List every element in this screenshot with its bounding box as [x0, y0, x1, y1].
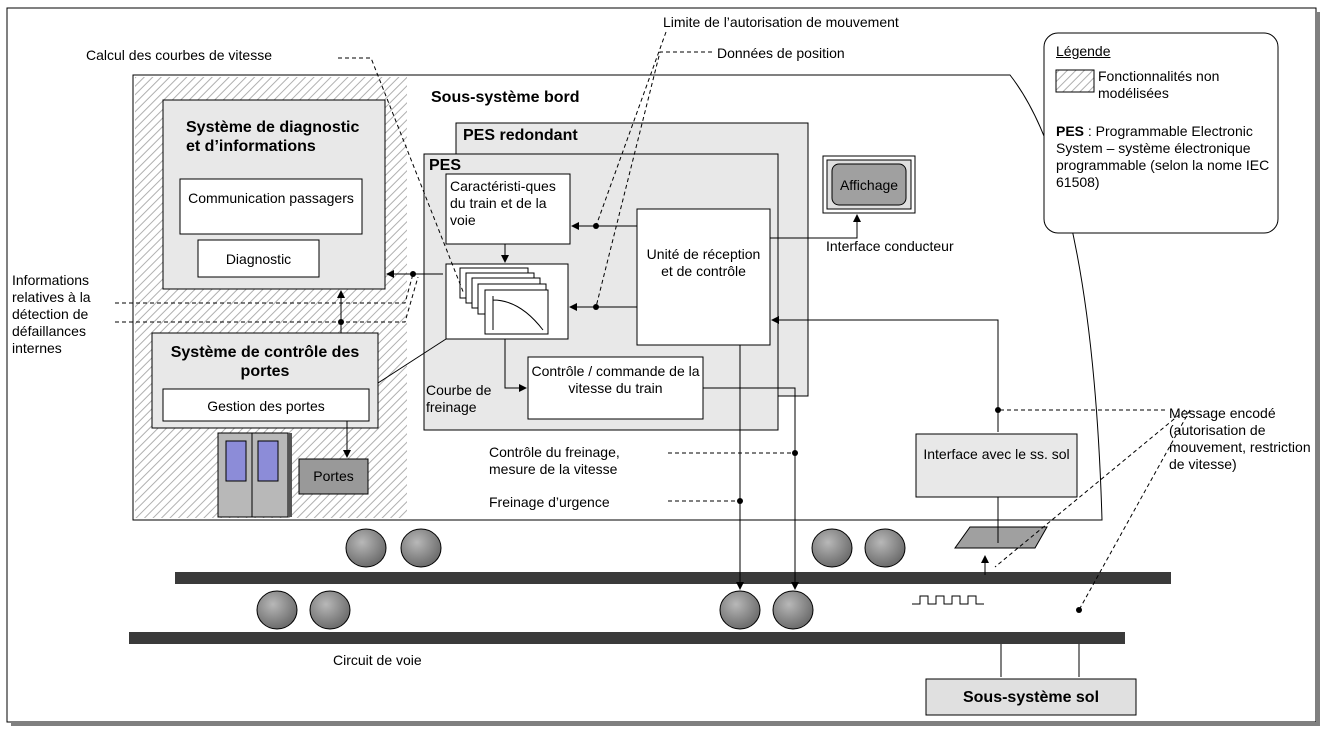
label-interface-sol: Interface avec le ss. sol: [923, 446, 1070, 462]
label-pes: PES: [429, 157, 462, 174]
label-gestion-portes: Gestion des portes: [207, 398, 325, 414]
label-communication-passagers: Communication passagers: [188, 190, 354, 206]
label-informations-relatives: Informations relatives à la détection de…: [12, 272, 91, 356]
portes-box: [298, 458, 369, 495]
legend-box: [1043, 32, 1279, 234]
label-controle-commande: Contrôle / commande de la vitesse du tra…: [531, 363, 700, 396]
label-unite-reception: Unité de réception et de contrôle: [646, 246, 761, 279]
label-interface-conducteur: Interface conducteur: [826, 238, 954, 254]
label-sous-systeme-bord: Sous-système bord: [431, 89, 580, 106]
sous-systeme-sol-box: [925, 678, 1137, 716]
label-diagnostic: Diagnostic: [225, 251, 292, 267]
ground-interface-box: [915, 433, 1078, 498]
label-circuit-voie: Circuit de voie: [333, 652, 422, 668]
rail-lower: [129, 632, 1125, 644]
doors-icon: [217, 432, 292, 518]
label-caracteristiques: Caractéristi-ques du train et de la voie: [450, 178, 556, 228]
pulse-signal: [912, 595, 984, 605]
label-systeme-portes: Système de contrôle des portes: [170, 344, 360, 380]
legend-title: Légende: [1056, 43, 1111, 59]
label-donnees-position: Données de position: [717, 45, 845, 61]
label-limite-autorisation: Limite de l’autorisation de mouvement: [663, 14, 899, 30]
label-controle-freinage: Contrôle du freinage, mesure de la vites…: [489, 444, 620, 477]
label-sous-systeme-sol: Sous-système sol: [962, 689, 1100, 706]
legend-pes-text: PES : Programmable Electronic System – s…: [1056, 123, 1271, 191]
legend-pes-definition: : Programmable Electronic System – systè…: [1056, 123, 1270, 190]
antenna: [954, 526, 1048, 549]
rail-upper: [175, 572, 1171, 584]
label-calcul-courbes: Calcul des courbes de vitesse: [86, 47, 272, 63]
legend-pes-abbr: PES: [1056, 123, 1085, 139]
label-pes-redondant: PES redondant: [463, 127, 578, 144]
label-freinage-urgence: Freinage d’urgence: [489, 494, 610, 510]
label-message-encode: Message encodé (autorisation de mouvemen…: [1169, 405, 1311, 472]
legend-hatch-label: Fonctionnalités non modélisées: [1098, 68, 1220, 101]
label-courbe-freinage: Courbe de freinage: [426, 382, 492, 415]
label-systeme-diagnostic: Système de diagnostic et d’informations: [186, 119, 360, 155]
label-portes: Portes: [313, 468, 354, 484]
label-affichage: Affichage: [839, 177, 899, 193]
